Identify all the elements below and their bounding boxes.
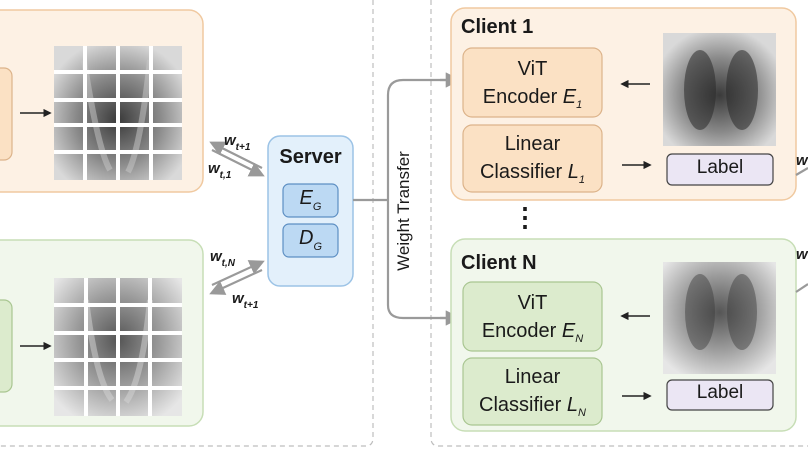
right-section-dashed-border [430,0,808,447]
weight-download-top: wt,1 [208,160,232,181]
client-1-xray [663,33,776,146]
clients-ellipsis: ⋮ [512,202,538,232]
client-n-encoder-label: ViT Encoder EN [481,292,584,345]
server-decoder-block [282,223,339,258]
client-1-classifier-label: Linear Classifier L1 [479,133,586,186]
client-1-label-box [666,153,774,186]
left-client-1-block [0,67,13,161]
client-n-classifier-block [462,357,603,426]
xray-patches-bottom [54,278,182,416]
client-n-title: Client N [461,252,537,274]
client-1-label-text: Label [696,157,744,178]
right-edge-weight-top: w [796,152,808,169]
weight-download-bottom: wt+1 [232,290,259,311]
left-section-dashed-border [0,0,374,447]
server-encoder-block [282,183,339,218]
client-1-title: Client 1 [461,16,534,38]
weight-upload-top: wt+1 [224,132,251,153]
client-n-classifier-label: Linear Classifier LN [479,366,586,419]
server-title: Server [279,146,342,168]
client-1-classifier-block [462,124,603,193]
left-client-n-block [0,299,13,393]
client-n-label-box [666,379,774,411]
server-decoder-label: DG [298,227,322,253]
weight-upload-bottom: wt,N [210,248,236,269]
weight-transfer-label: Weight Transfer [394,151,413,271]
client-n-encoder-block [462,281,603,352]
client-1-encoder-block [462,47,603,118]
weight-transfer-bracket [353,78,455,320]
xray-patches-top [54,46,182,180]
client-n-xray [663,262,776,374]
client-n-label-text: Label [696,382,744,403]
client-1-encoder-label: ViT Encoder E1 [482,58,583,111]
right-edge-weight-bottom: w [796,246,808,263]
server-encoder-label: EG [299,187,322,213]
